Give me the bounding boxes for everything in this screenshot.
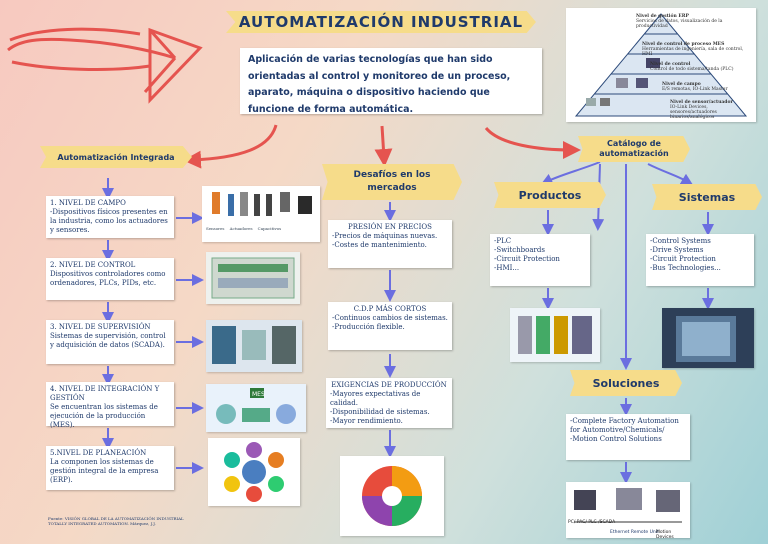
pyramid-sub: IO-Link Devices, sensores/actuadores bin… <box>670 105 717 120</box>
level-title: 5.NIVEL DE PLANEACIÓN <box>50 449 147 457</box>
field-devices-image: Sensores Actuadores Capacitivos <box>202 186 320 242</box>
plc-controller-image <box>206 252 300 304</box>
product-item: -Circuit Protection <box>494 255 560 264</box>
source-note: Fuente: VISIÓN GLOBAL DE LA AUTOMATIZACI… <box>48 516 184 526</box>
box-line: -Disponibilidad de sistemas. <box>330 408 430 417</box>
level-text: Sistemas de supervisión, control y adqui… <box>50 332 166 350</box>
catalog-label: Catálogo de automatización <box>599 138 669 158</box>
level-box-campo: 1. NIVEL DE CAMPO -Dispositivos físicos … <box>46 196 174 238</box>
soluciones-box: -Complete Factory Automation for Automot… <box>566 414 690 460</box>
products-image <box>510 308 600 362</box>
level-text: Dispositivos controladores como ordenado… <box>50 270 166 288</box>
sistemas-box: -Control Systems -Drive Systems -Circuit… <box>646 234 754 286</box>
box-line: -Producción flexible. <box>332 323 405 332</box>
definition-box: Aplicación de varias tecnologías que han… <box>240 48 542 115</box>
box-line: -Costes de mantenimiento. <box>332 241 427 250</box>
level-box-control: 2. NIVEL DE CONTROL Dispositivos control… <box>46 258 174 300</box>
system-item: -Bus Technologies... <box>650 264 721 273</box>
erp-image <box>208 438 300 506</box>
solutions-label-motion: Motion Devices <box>656 530 674 538</box>
solution-item: -Complete Factory Automation for Automot… <box>570 417 679 435</box>
box-line: -Precios de máquinas nuevas. <box>332 232 438 241</box>
system-item: -Circuit Protection <box>650 255 716 264</box>
level-box-planeacion: 5.NIVEL DE PLANEACIÓN La componen los si… <box>46 446 174 490</box>
level-text: -Dispositivos físicos presentes en la in… <box>50 208 168 235</box>
level-box-supervision: 3. NIVEL DE SUPERVISIÓN Sistemas de supe… <box>46 320 174 364</box>
page-title: AUTOMATIZACIÓN INDUSTRIAL <box>226 11 536 33</box>
product-item: -PLC <box>494 237 512 245</box>
pyramid-level-sensor: Nivel de sensor/actuador <box>670 100 733 105</box>
production-demands-box: EXIGENCIAS DE PRODUCCIÓN -Mayores expect… <box>326 378 452 428</box>
pyramid-sub: Control de todo sistema/tanda (PLC) <box>650 67 734 72</box>
solutions-image: PC/ PAC/ PLC /SCADA Ethernet Remote Unit… <box>566 482 690 538</box>
pyramid-level-campo: Nivel de campo <box>662 82 701 87</box>
box-line: -Mayor rendimiento. <box>330 417 403 426</box>
box-line: -Mayores expectativas de calidad. <box>330 390 421 408</box>
pyramid-sub: Herramientas de ingeniería, sala de cont… <box>642 47 744 57</box>
product-item: -Switchboards <box>494 246 545 255</box>
image-label: Actuadores <box>229 226 253 231</box>
short-lifecycle-box: C.D.P MÁS CORTOS -Continuos cambios de s… <box>328 302 452 350</box>
productos-box: -PLC -Switchboards -Circuit Protection -… <box>490 234 590 286</box>
catalog-header: Catálogo de automatización <box>578 136 690 162</box>
solutions-label-ethernet: Ethernet Remote Unit <box>610 530 659 535</box>
box-title: PRESIÓN EN PRECIOS <box>348 223 432 231</box>
mes-label: MES <box>252 391 265 398</box>
system-item: -Drive Systems <box>650 246 704 255</box>
pyramid-level-control: Nivel de control <box>650 62 691 67</box>
integrated-automation-header: Automatización Integrada <box>40 146 192 168</box>
productos-header: Productos <box>494 182 606 208</box>
box-title: C.D.P MÁS CORTOS <box>353 305 427 313</box>
box-line: -Continuos cambios de sistemas. <box>332 314 448 323</box>
production-wheel-image <box>340 456 444 536</box>
price-pressure-box: PRESIÓN EN PRECIOS -Precios de máquinas … <box>328 220 452 268</box>
level-box-integracion: 4. NIVEL DE INTEGRACIÓN Y GESTIÓN Se enc… <box>46 382 174 429</box>
market-challenges-label: Desafíos en los mercados <box>353 170 431 193</box>
level-title: 4. NIVEL DE INTEGRACIÓN Y GESTIÓN <box>50 385 160 403</box>
level-title: 3. NIVEL DE SUPERVISIÓN <box>50 323 151 331</box>
solution-item: -Motion Control Solutions <box>570 435 662 444</box>
pyramid-sub: Servicios de datos, visualización de la … <box>636 19 723 29</box>
sistemas-header: Sistemas <box>652 184 762 210</box>
image-label: Sensores <box>206 226 225 231</box>
pyramid-level-mes: Nivel de control de proceso MES <box>642 42 725 47</box>
level-text: La componen los sistemas de gestión inte… <box>50 458 159 485</box>
soluciones-header: Soluciones <box>570 370 682 396</box>
market-challenges-header: Desafíos en los mercados <box>322 164 462 200</box>
level-title: 2. NIVEL DE CONTROL <box>50 261 136 269</box>
level-text: Se encuentran los sistemas de ejecución … <box>50 403 158 430</box>
product-item: -HMI... <box>494 264 520 273</box>
scada-image <box>206 320 302 372</box>
pyramid-sub: E/S remotas, IO-Link Master <box>662 87 728 92</box>
box-title: EXIGENCIAS DE PRODUCCIÓN <box>331 381 447 389</box>
mes-image: MES <box>206 384 306 432</box>
system-item: -Control Systems <box>650 237 711 245</box>
image-label: Capacitivos <box>257 226 282 231</box>
systems-image <box>662 308 754 368</box>
definition-text: Aplicación de varias tecnologías que han… <box>248 54 511 115</box>
solutions-label-pc: PC/ PAC/ PLC /SCADA <box>568 520 616 525</box>
level-title: 1. NIVEL DE CAMPO <box>50 199 126 207</box>
pyramid-level-erp: Nivel de gestión ERP <box>636 14 689 19</box>
